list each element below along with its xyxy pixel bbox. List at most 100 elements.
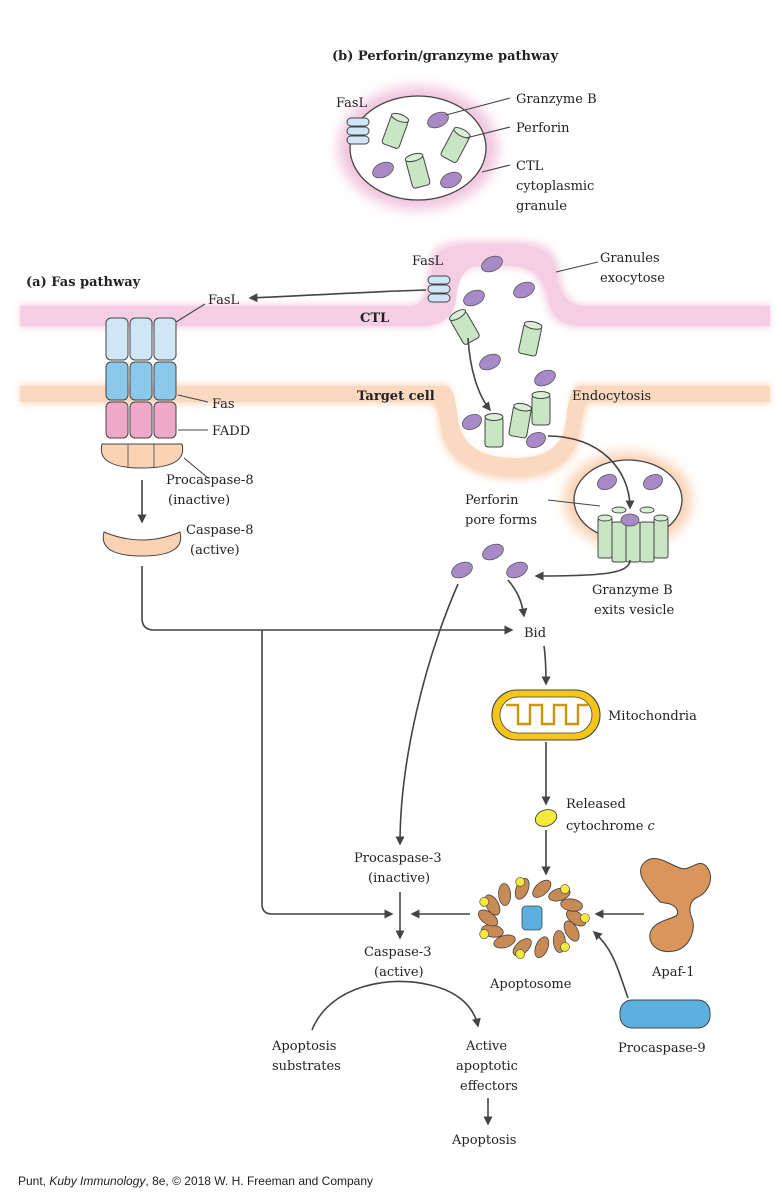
panel-a-title: (a) Fas pathway (26, 275, 141, 290)
granzyme-b-icon (643, 473, 663, 491)
perforin-icon (404, 152, 431, 189)
caspase-8-label-1: Caspase-8 (186, 523, 253, 538)
pore-leader (547, 499, 601, 507)
perforin-icon (484, 413, 504, 448)
procaspase-8-label-1: Procaspase-8 (166, 473, 254, 488)
fadd-trimer (105, 401, 177, 439)
ctl-granule-label-1: CTL (516, 159, 544, 174)
granzyme-b-icon (534, 369, 556, 387)
target-cell-membrane (20, 384, 770, 480)
perforin-icon (440, 127, 471, 163)
perforin-pore (597, 506, 669, 563)
fas-trimer (105, 361, 177, 401)
apoptosis-outcome-label: Apoptosis (451, 1133, 516, 1148)
exocytose-leader (555, 261, 599, 273)
panel-b-title: (b) Perforin/granzyme pathway (332, 49, 559, 64)
perforin-label: Perforin (516, 121, 570, 136)
active-effectors-label-1: Active (465, 1039, 507, 1054)
apoptosome-subunit (563, 920, 580, 942)
apoptosome-subunit (560, 898, 583, 912)
fas-receptor-complex (100, 317, 184, 469)
figure-credit: Punt, Kuby Immunology, 8e, © 2018 W. H. … (18, 1174, 373, 1188)
perforin-icon (508, 402, 532, 439)
granzyme-b-icon (372, 161, 394, 179)
apoptosome-subunit (534, 936, 550, 959)
granzyme-exit-label-1: Granzyme B (592, 583, 673, 598)
fas-leader-lines (175, 303, 209, 479)
target-cell-label: Target cell (357, 389, 435, 404)
cytochrome-c-label-1: Released (566, 797, 626, 812)
granzyme-b-icon (463, 289, 485, 307)
perforin-icon (449, 309, 480, 345)
fasl-left-label: FasL (208, 293, 240, 308)
ctl-cytoplasmic-granule (338, 86, 498, 210)
fadd-label: FADD (212, 424, 250, 439)
ctl-membrane (20, 240, 770, 328)
procaspase-8-shape (100, 443, 184, 469)
perforin-pore-label-1: Perforin (465, 493, 519, 508)
active-effectors-label-2: apoptotic (456, 1059, 518, 1074)
granzyme-b-icon (482, 543, 504, 561)
perforin-pore-label-2: pore forms (465, 513, 537, 528)
bound-cytochrome-c (479, 929, 490, 939)
fasl-icon (427, 275, 451, 303)
apoptosis-substrates-label-2: substrates (272, 1059, 341, 1074)
endocytic-vesicle (564, 452, 692, 563)
granzyme-b-icon (481, 255, 503, 273)
active-effectors-label-3: effectors (460, 1079, 518, 1094)
bound-cytochrome-c (479, 897, 490, 907)
apoptosome-subunit (493, 934, 516, 949)
apoptosome-label: Apoptosome (489, 977, 572, 992)
granzyme-b-icon (440, 171, 462, 189)
caspase-8-shape (102, 531, 182, 557)
endocytosis-label: Endocytosis (572, 389, 651, 404)
bound-cytochrome-c (580, 913, 590, 923)
procaspase-8-label-2: (inactive) (168, 493, 230, 508)
bound-cytochrome-c (515, 949, 526, 959)
procaspase-3-label-1: Procaspase-3 (354, 851, 442, 866)
apoptosome-icon (477, 877, 590, 959)
procaspase-9-label: Procaspase-9 (618, 1041, 706, 1056)
mitochondrion-icon (491, 689, 601, 741)
apoptosome-core (521, 905, 543, 931)
fasl-exocytosis-label: FasL (412, 254, 444, 269)
fas-label: Fas (212, 397, 235, 412)
granzyme-b-icon (513, 281, 535, 299)
granule-leader-lines (445, 97, 511, 173)
perforin-icon (381, 112, 410, 149)
granzyme-b-label: Granzyme B (516, 92, 597, 107)
granzyme-b-icon (479, 353, 501, 371)
perforin-icon (531, 391, 551, 426)
cytochrome-c-label-2: cytochrome c (566, 819, 656, 834)
bound-cytochrome-c (515, 877, 526, 887)
granzyme-b-icon (427, 111, 449, 129)
fasl-trimer (105, 317, 177, 361)
ctl-granule-label-2: cytoplasmic (516, 179, 594, 194)
bound-cytochrome-c (560, 942, 570, 952)
granzyme-b-icon (451, 561, 473, 579)
fasl-granule-label: FasL (336, 96, 368, 111)
endocytosis-contents (462, 391, 551, 449)
granzyme-b-icon (462, 413, 482, 431)
pathway-arrows (137, 289, 644, 1126)
bid-label: Bid (524, 626, 546, 641)
procaspase-9-icon (619, 999, 711, 1029)
apoptosis-substrates-label-1: Apoptosis (271, 1039, 336, 1054)
ctl-granule-label-3: granule (516, 199, 567, 214)
exocytosing-granule (427, 255, 556, 387)
procaspase-3-label-2: (inactive) (368, 871, 430, 886)
apoptosome-subunit (484, 894, 501, 916)
fasl-icon (346, 117, 370, 145)
perforin-icon (518, 320, 543, 357)
caspase-8-label-2: (active) (190, 543, 240, 558)
caspase-3-label-2: (active) (374, 965, 424, 980)
apaf-1-label: Apaf-1 (651, 965, 694, 980)
granzyme-exit-label-2: exits vesicle (594, 603, 675, 618)
ctl-membrane-label: CTL (360, 311, 389, 326)
cytochrome-c-icon (534, 809, 558, 827)
granzyme-b-icon (506, 561, 528, 579)
mitochondria-label: Mitochondria (608, 709, 697, 724)
apoptosome-subunit (532, 879, 552, 898)
bound-cytochrome-c (560, 884, 570, 894)
